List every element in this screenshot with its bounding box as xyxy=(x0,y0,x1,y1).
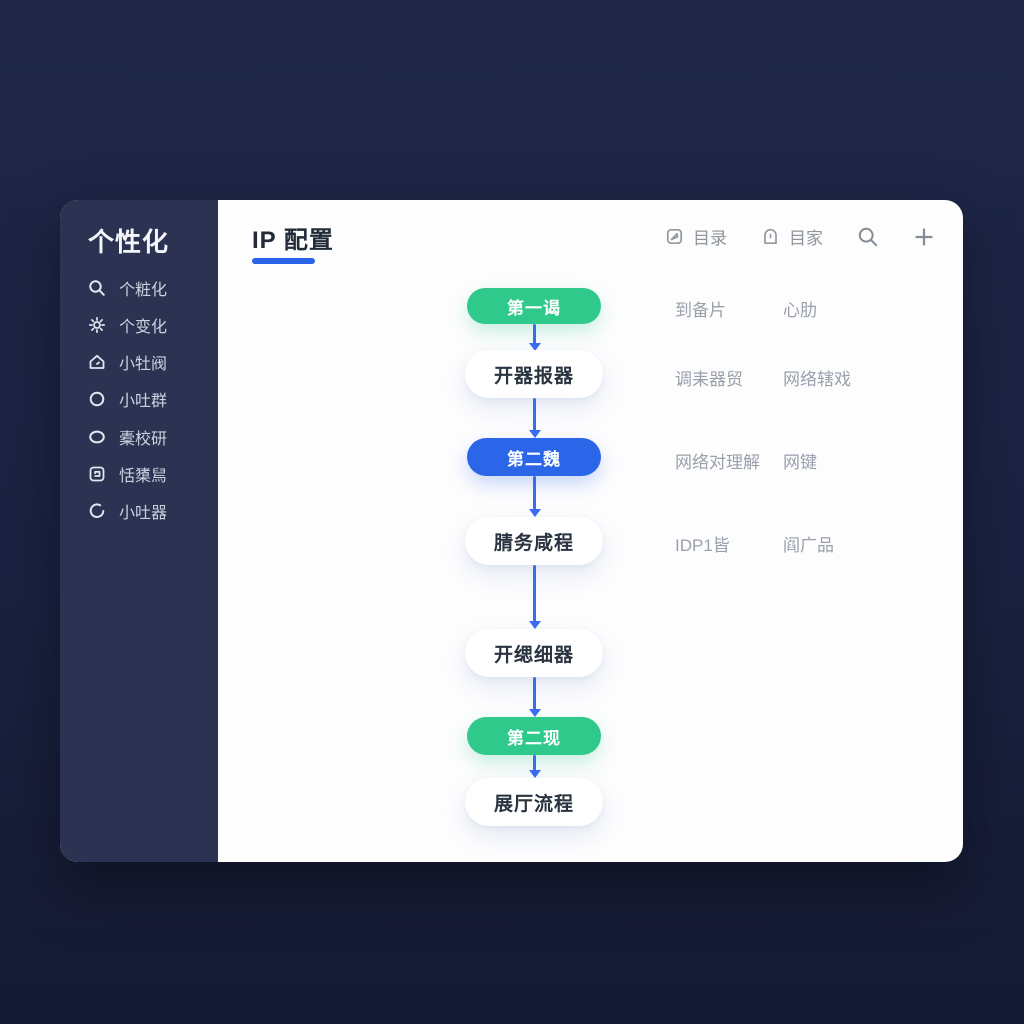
sidebar-item-label: 小吐群 xyxy=(119,393,168,410)
flow-arrow xyxy=(528,324,541,351)
app-window: 个性化 个粧化 个变化 小牡阀 小吐群 xyxy=(60,200,963,862)
lock-icon xyxy=(761,227,780,246)
home-icon xyxy=(88,353,106,371)
ellipse-icon xyxy=(88,428,106,446)
document-icon xyxy=(665,227,684,246)
search-icon xyxy=(88,279,106,297)
flow-node-step-4[interactable]: 展厅流程 xyxy=(465,778,603,826)
annotation-label: 到备片 xyxy=(675,301,726,320)
sidebar-item-ellipse[interactable]: 橐校研 xyxy=(88,425,167,449)
sidebar-item-label: 恬橥舃 xyxy=(119,468,168,485)
sidebar-item-label: 个粧化 xyxy=(119,282,168,299)
flow-arrow xyxy=(528,476,541,517)
sidebar-item-gear[interactable]: 个变化 xyxy=(88,313,167,337)
flow-node-step-3[interactable]: 开缌细器 xyxy=(465,629,603,677)
annotation-label: 调耒器贸 xyxy=(675,370,743,389)
annotation-label: IDP1皆 xyxy=(675,536,730,555)
flow-arrow xyxy=(528,677,541,717)
toolbar-home-label: 目家 xyxy=(789,229,823,248)
sidebar-item-inbox[interactable]: 恬橥舃 xyxy=(88,462,167,486)
flow-node-stage-2[interactable]: 第二魏 xyxy=(467,438,601,476)
annotation-label: 网络辖戏 xyxy=(783,370,851,389)
toolbar-catalog-button[interactable]: 目录 xyxy=(665,224,727,249)
flow-node-step-2[interactable]: 腈务咸程 xyxy=(465,517,603,565)
annotation-label: 网络对理解 xyxy=(675,453,760,472)
refresh-icon xyxy=(88,502,106,520)
flow-node-stage-3[interactable]: 第二现 xyxy=(467,717,601,755)
page-title: IP 配置 xyxy=(252,227,334,254)
sidebar-item-home[interactable]: 小牡阀 xyxy=(88,350,167,374)
title-underline xyxy=(252,258,315,264)
sidebar-item-label: 个变化 xyxy=(119,319,168,336)
annotation-label: 心肋 xyxy=(783,301,817,320)
search-icon[interactable] xyxy=(857,226,879,248)
flow-arrow xyxy=(528,755,541,778)
flow-arrow xyxy=(528,398,541,438)
sidebar-item-label: 橐校研 xyxy=(119,431,168,448)
annotation-label: 阎广品 xyxy=(783,536,834,555)
main-panel: IP 配置 目录 目家 第一谒 开 xyxy=(218,200,963,862)
annotation-label: 网键 xyxy=(783,453,817,472)
flow-node-step-1[interactable]: 开器报器 xyxy=(465,350,603,398)
sidebar-item-label: 小吐器 xyxy=(119,505,168,522)
sidebar: 个性化 个粧化 个变化 小牡阀 小吐群 xyxy=(60,200,218,862)
flow-arrow xyxy=(528,565,541,629)
sidebar-item-label: 小牡阀 xyxy=(119,356,168,373)
circle-icon xyxy=(88,390,106,408)
sidebar-item-circle[interactable]: 小吐群 xyxy=(88,387,167,411)
plus-icon[interactable] xyxy=(913,226,935,248)
header-toolbar: 目录 目家 xyxy=(665,224,935,249)
sidebar-item-search[interactable]: 个粧化 xyxy=(88,276,167,300)
inbox-icon xyxy=(88,465,106,483)
gear-icon xyxy=(88,316,106,334)
flow-node-stage-1[interactable]: 第一谒 xyxy=(467,288,601,324)
sidebar-title: 个性化 xyxy=(88,227,170,257)
toolbar-home-button[interactable]: 目家 xyxy=(761,224,823,249)
sidebar-item-refresh[interactable]: 小吐器 xyxy=(88,499,167,523)
toolbar-catalog-label: 目录 xyxy=(693,229,727,248)
